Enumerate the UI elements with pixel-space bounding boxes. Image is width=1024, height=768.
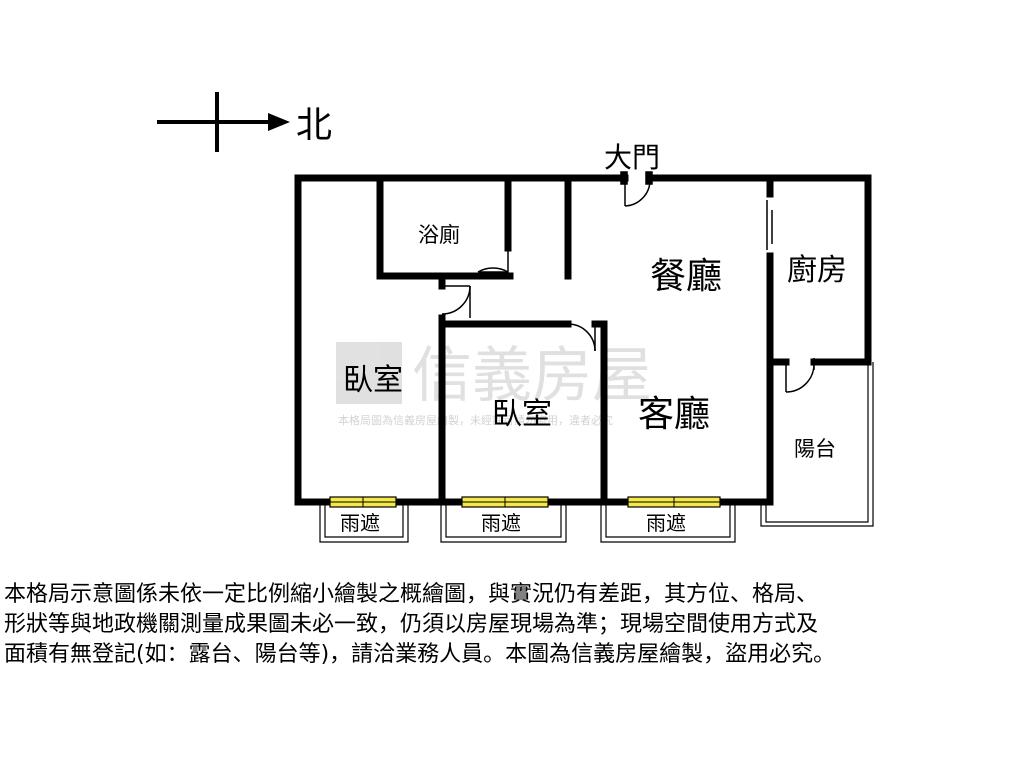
kitchen-label: 廚房 — [787, 253, 847, 288]
dining-label: 餐廳 — [650, 256, 722, 297]
watermark: 信義房屋 本格局圖為信義房屋繪製，未經許可請勿盜用，違者必究 — [336, 341, 652, 427]
doors — [441, 171, 815, 393]
floor-plan: 北 信義房屋 本格局圖為信義房屋繪製，未經許可請勿盜用，違者必究 — [157, 92, 874, 543]
entrance-label: 大門 — [604, 141, 660, 174]
bedroom-2-label: 臥室 — [492, 397, 552, 432]
awning-2-label: 雨遮 — [481, 511, 521, 535]
awning-3-label: 雨遮 — [646, 511, 686, 535]
living-room-label: 客廳 — [638, 394, 710, 435]
walls — [294, 174, 872, 506]
watermark-subtext: 本格局圖為信義房屋繪製，未經許可請勿盜用，違者必究 — [338, 413, 613, 427]
watermark-logo — [336, 342, 402, 404]
awning-1-label: 雨遮 — [340, 511, 380, 535]
disclaimer-line-2: 形狀等與地政機關測量成果圖未必一致，仍須以房屋現場為準；現場空間使用方式及 — [4, 612, 819, 637]
disclaimer-line-1: 本格局示意圖係未依一定比例縮小繪製之概繪圖，與實況仍有差距，其方位、格局、 — [4, 582, 819, 607]
balcony-outline — [760, 362, 874, 527]
bedroom-1-label: 臥室 — [343, 363, 403, 398]
disclaimer-line-3: 面積有無登記(如：露台、陽台等)，請洽業務人員。本圖為信義房屋繪製，盜用必究。 — [4, 642, 836, 667]
balcony-label: 陽台 — [794, 437, 836, 461]
awnings — [319, 505, 736, 543]
bathroom-label: 浴廁 — [418, 223, 460, 247]
north-arrow — [157, 92, 290, 152]
windows — [329, 496, 721, 508]
watermark-brand: 信義房屋 — [412, 341, 652, 411]
north-label: 北 — [296, 105, 332, 146]
disclaimer: 本格局示意圖係未依一定比例縮小繪製之概繪圖，與實況仍有差距，其方位、格局、 形狀… — [4, 580, 1020, 670]
